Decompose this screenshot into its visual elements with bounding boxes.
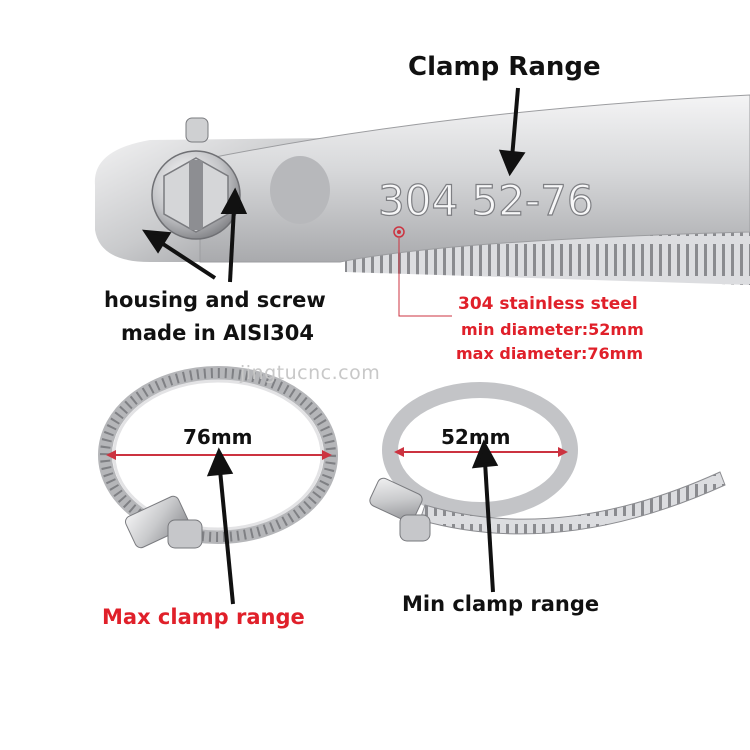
- clamp-range-title: Clamp Range: [408, 52, 601, 82]
- arrow-screw: [220, 187, 248, 283]
- dimension-arrow-76-right: [322, 450, 332, 460]
- ring-min-band: [382, 382, 578, 518]
- band-slotted: [345, 225, 750, 285]
- spec-material-label: 304 stainless steel: [458, 294, 638, 314]
- dimension-arrow-52-left: [394, 447, 404, 457]
- housing-label: housing and screw: [104, 288, 326, 312]
- diameter-min-label: 52mm: [441, 425, 511, 449]
- arrow-housing: [142, 229, 217, 280]
- spec-min-diameter-label: min diameter:52mm: [461, 320, 644, 339]
- housing-material-label: made in AISI304: [121, 321, 314, 345]
- ring-min-housing: [369, 477, 423, 523]
- arrow-clamp-range: [498, 87, 526, 177]
- spec-marker-dot: [397, 230, 401, 234]
- spec-max-diameter-label: max diameter:76mm: [456, 344, 644, 363]
- screw-slot: [189, 160, 203, 230]
- housing-nub: [270, 156, 330, 224]
- ring-min-tail: [419, 471, 726, 535]
- arrow-min-range: [471, 439, 499, 593]
- screw-tip: [185, 117, 209, 143]
- band-stamp-text: 304 52-76: [378, 176, 594, 225]
- ring-min-screw: [399, 514, 431, 542]
- spec-marker: [393, 226, 405, 238]
- watermark: jingtucnc.com: [240, 362, 381, 384]
- ring-max-housing: [125, 495, 189, 549]
- diameter-max-label: 76mm: [183, 425, 253, 449]
- max-clamp-range-label: Max clamp range: [102, 605, 305, 629]
- dimension-arrow-52-right: [558, 447, 568, 457]
- min-clamp-range-label: Min clamp range: [402, 592, 600, 616]
- dimension-arrow-76-left: [106, 450, 116, 460]
- band-main: [199, 94, 750, 263]
- ring-max-screw: [167, 519, 203, 549]
- arrow-max-range: [206, 447, 235, 605]
- spec-leader-line: [398, 238, 452, 317]
